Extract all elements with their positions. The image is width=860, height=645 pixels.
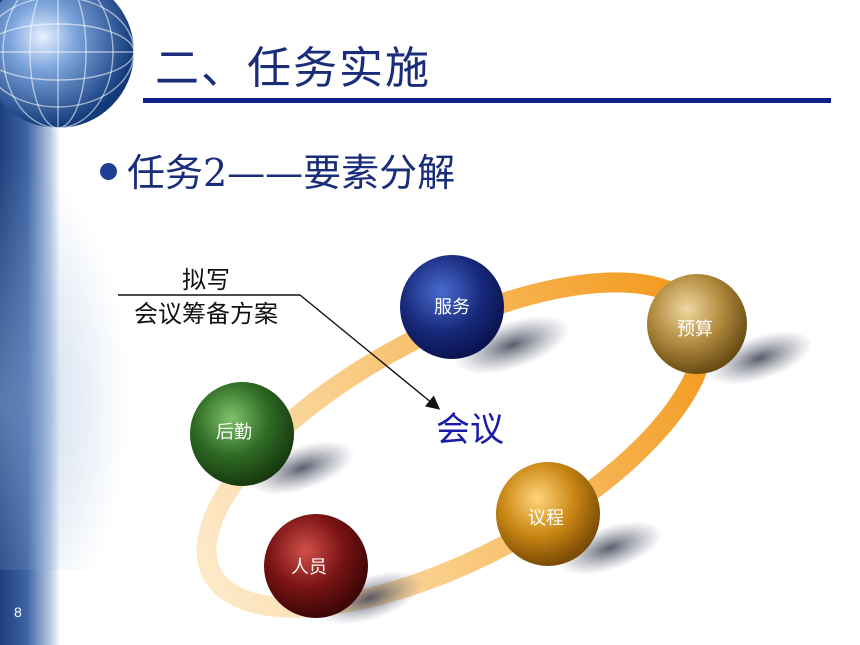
node-agenda-label: 议程 (528, 508, 564, 529)
bullet-dot-icon (100, 163, 117, 180)
service-shadow (454, 315, 570, 375)
node-personnel-label: 人员 (291, 557, 327, 578)
node-budget-label: 预算 (677, 319, 713, 340)
node-logistics: 后勤 (190, 382, 294, 486)
globe-icon (0, 0, 135, 129)
page-number: 8 (14, 604, 22, 620)
bullet-item: 任务2——要素分解 (100, 142, 455, 197)
node-service-label: 服务 (434, 297, 470, 318)
left-band-glow (0, 150, 130, 570)
title-underline (143, 98, 831, 103)
node-logistics-label: 后勤 (216, 422, 252, 443)
slide-title: 二、任务实施 (155, 43, 431, 94)
logistics-shadow (249, 441, 355, 495)
annotation-arrow (299, 294, 441, 410)
agenda-shadow (557, 521, 663, 575)
center-label-meeting: 会议 (436, 410, 504, 450)
annotation-line1: 拟写 (182, 267, 230, 294)
node-personnel: 人员 (264, 514, 368, 618)
node-service: 服务 (400, 255, 504, 359)
node-budget: 预算 (647, 274, 747, 374)
bullet-text: 任务2——要素分解 (127, 151, 456, 195)
node-agenda: 议程 (496, 462, 600, 566)
personnel-shadow (317, 571, 423, 625)
budget-shadow (707, 331, 813, 385)
annotation-line2: 会议筹备方案 (134, 301, 278, 328)
